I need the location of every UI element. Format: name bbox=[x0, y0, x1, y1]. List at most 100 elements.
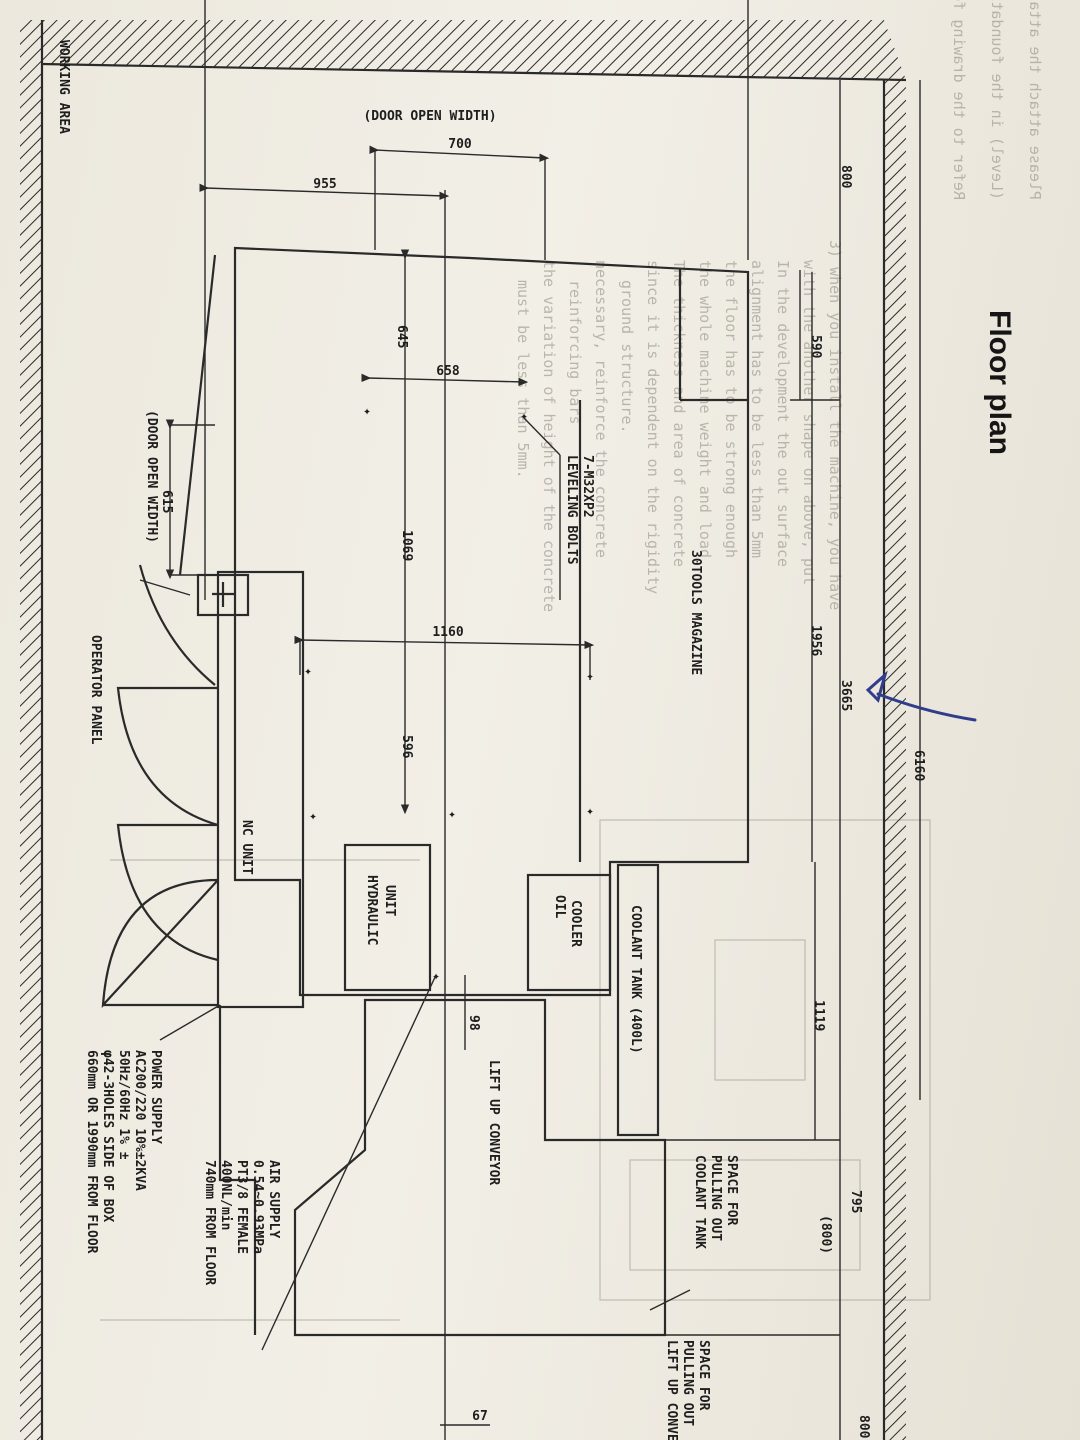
dim-3665: 3665 bbox=[838, 680, 853, 711]
dim-1119: 1119 bbox=[811, 1000, 826, 1031]
panel-line bbox=[178, 254, 217, 576]
power-supply-leader bbox=[159, 1004, 221, 1041]
operator-panel-box bbox=[196, 573, 250, 617]
air-supply-notes: AIR SUPPLY 0.54~0.93MPa PT3/8 FEMALE 400… bbox=[202, 1160, 281, 1285]
margin-line-1: Please attach the attached supplemental bbox=[1026, 0, 1044, 200]
power-line-3: 50Hz/60Hz 1% ± bbox=[116, 1050, 131, 1160]
door-swing-2 bbox=[116, 823, 219, 962]
air-line-4: 400NL/min bbox=[218, 1160, 233, 1230]
space-coolant-label-3: COOLANT TANK bbox=[692, 1155, 707, 1249]
lift-up-conveyor-outline bbox=[293, 998, 667, 1337]
space-conveyor-label-1: SPACE FOR bbox=[696, 1340, 711, 1411]
power-line-5: 660mm OR 1990mm FROM FLOOR bbox=[84, 1050, 99, 1254]
leader-line bbox=[649, 1289, 691, 1311]
ghost-line: alignment has to be less than 5mm bbox=[748, 260, 766, 558]
leader-line bbox=[523, 417, 561, 456]
operator-panel-label: OPERATOR PANEL bbox=[88, 635, 103, 745]
power-line-2: AC200/220 10%±2KVA bbox=[132, 1050, 147, 1191]
leader-line bbox=[139, 579, 191, 596]
leveling-bolts-label-1: LEVELING BOLTS bbox=[564, 455, 579, 565]
oil-cooler-label-1: OIL bbox=[552, 895, 567, 919]
working-area-label: WORKING AREA bbox=[56, 40, 71, 134]
dim-6160: 6160 bbox=[911, 750, 926, 781]
dim-800-bottom: 800 bbox=[856, 1415, 871, 1439]
hydraulic-label-2: UNIT bbox=[382, 885, 397, 916]
dim-700: 700 bbox=[448, 137, 472, 152]
bolt-marker: ✦ bbox=[586, 804, 594, 819]
pen-arrow bbox=[876, 692, 977, 722]
ghost-line: since it is dependent on the rigidity bbox=[644, 260, 662, 594]
bolt-marker: ✦ bbox=[309, 809, 317, 824]
dim-658: 658 bbox=[436, 364, 460, 379]
ghost-lines bbox=[100, 819, 931, 1321]
nc-unit-label: NC UNIT bbox=[239, 820, 254, 875]
bolt-marker: ✦ bbox=[363, 404, 371, 419]
pen-arrowhead bbox=[865, 670, 888, 703]
nc-unit-box bbox=[216, 570, 305, 1009]
bolt-marker: ✦ bbox=[520, 409, 528, 424]
dim-590: 590 bbox=[808, 335, 823, 359]
ghost-line: with the another shape on above, put bbox=[800, 260, 818, 585]
dim-795: 795 bbox=[848, 1190, 863, 1213]
door-open-width-top-label: (DOOR OPEN WIDTH) bbox=[363, 109, 496, 124]
ghost-line: the variation of height of the concrete bbox=[540, 260, 558, 612]
air-line-5: 740mm FROM FLOOR bbox=[202, 1160, 217, 1285]
top-wall-edge bbox=[41, 62, 907, 82]
dim-800-paren: (800) bbox=[818, 1215, 833, 1254]
magazine-label: 30TOOLS MAGAZINE bbox=[688, 550, 703, 675]
space-coolant-label-2: PULLING OUT bbox=[708, 1155, 723, 1241]
dim-1956: 1956 bbox=[808, 625, 823, 656]
ghost-line: must be less than 5mm. bbox=[514, 280, 532, 479]
dim-1160: 1160 bbox=[432, 625, 463, 640]
conveyor-side-outline bbox=[218, 1005, 257, 1335]
power-supply-notes: POWER SUPPLY AC200/220 10%±2KVA 50Hz/60H… bbox=[84, 1050, 163, 1254]
ghost-line: the floor has to be strong enough bbox=[722, 260, 740, 558]
leveling-bolts-label-2: 7-M32XP2 bbox=[580, 455, 595, 518]
right-wall bbox=[884, 80, 906, 1440]
ghost-line: reinforcing bars bbox=[566, 280, 584, 425]
dimensions: 700 (DOOR OPEN WIDTH) 955 800 590 645 10… bbox=[144, 109, 926, 1439]
air-line-2: 0.54~0.93MPa bbox=[250, 1160, 265, 1254]
air-line-1: AIR SUPPLY bbox=[266, 1160, 281, 1238]
oil-cooler-box bbox=[526, 873, 612, 992]
margin-line-2: (Level) in the foundation must be within… bbox=[988, 0, 1006, 200]
margin-line-3: Refer to the drawing for foundation deta… bbox=[950, 0, 968, 200]
dim-596: 596 bbox=[399, 735, 414, 759]
dim-1069: 1069 bbox=[399, 530, 414, 561]
dim-955: 955 bbox=[313, 177, 336, 192]
ghost-line: the whole machine weight and load. bbox=[696, 260, 714, 567]
left-wall bbox=[20, 20, 42, 1440]
air-inlet-marker: ✦ bbox=[432, 969, 440, 984]
hydraulic-label-1: HYDRAULIC bbox=[364, 875, 379, 945]
hydraulic-unit-box bbox=[343, 843, 432, 992]
oil-cooler-label-2: COOLER bbox=[568, 900, 583, 947]
ghost-line: necessary, reinforce the concrete bbox=[592, 260, 610, 558]
coolant-tank-box bbox=[616, 863, 660, 1137]
ghost-line: In the development the out surface bbox=[774, 260, 792, 567]
lift-conveyor-label: LIFT UP CONVEYOR bbox=[486, 1060, 501, 1185]
ghost-line: The thickness and area of concrete bbox=[670, 260, 688, 567]
bolt-marker: ✦ bbox=[304, 664, 312, 679]
coolant-tank-label: COOLANT TANK (400L) bbox=[628, 905, 643, 1054]
power-line-1: POWER SUPPLY bbox=[148, 1050, 163, 1144]
space-conveyor-label-2: PULLING OUT bbox=[680, 1340, 695, 1426]
power-line-4: φ42-3HOLES SIDE OF BOX bbox=[100, 1050, 115, 1222]
ghost-line: ground structure. bbox=[618, 280, 636, 434]
air-line-3: PT3/8 FEMALE bbox=[234, 1160, 249, 1254]
space-coolant-label-1: SPACE FOR bbox=[724, 1155, 739, 1226]
dim-800-top: 800 bbox=[838, 165, 853, 189]
mirrored-margin-text: Please attach the attached supplemental … bbox=[950, 0, 1044, 200]
ghost-notes: 3) when you install the machine, you hav… bbox=[514, 240, 844, 612]
air-supply-leader bbox=[261, 974, 437, 1351]
space-conveyor-label-3: LIFT UP CONVE bbox=[664, 1340, 679, 1440]
dim-67: 67 bbox=[472, 1409, 488, 1424]
page-title: Floor plan bbox=[983, 310, 1016, 455]
bolt-marker: ✦ bbox=[448, 807, 456, 822]
dim-98: 98 bbox=[466, 1015, 481, 1031]
top-wall bbox=[42, 20, 906, 80]
ghost-line: 3) when you install the machine, you hav… bbox=[826, 240, 844, 610]
dim-645: 645 bbox=[394, 325, 409, 348]
dim-615: 615 bbox=[159, 490, 174, 513]
